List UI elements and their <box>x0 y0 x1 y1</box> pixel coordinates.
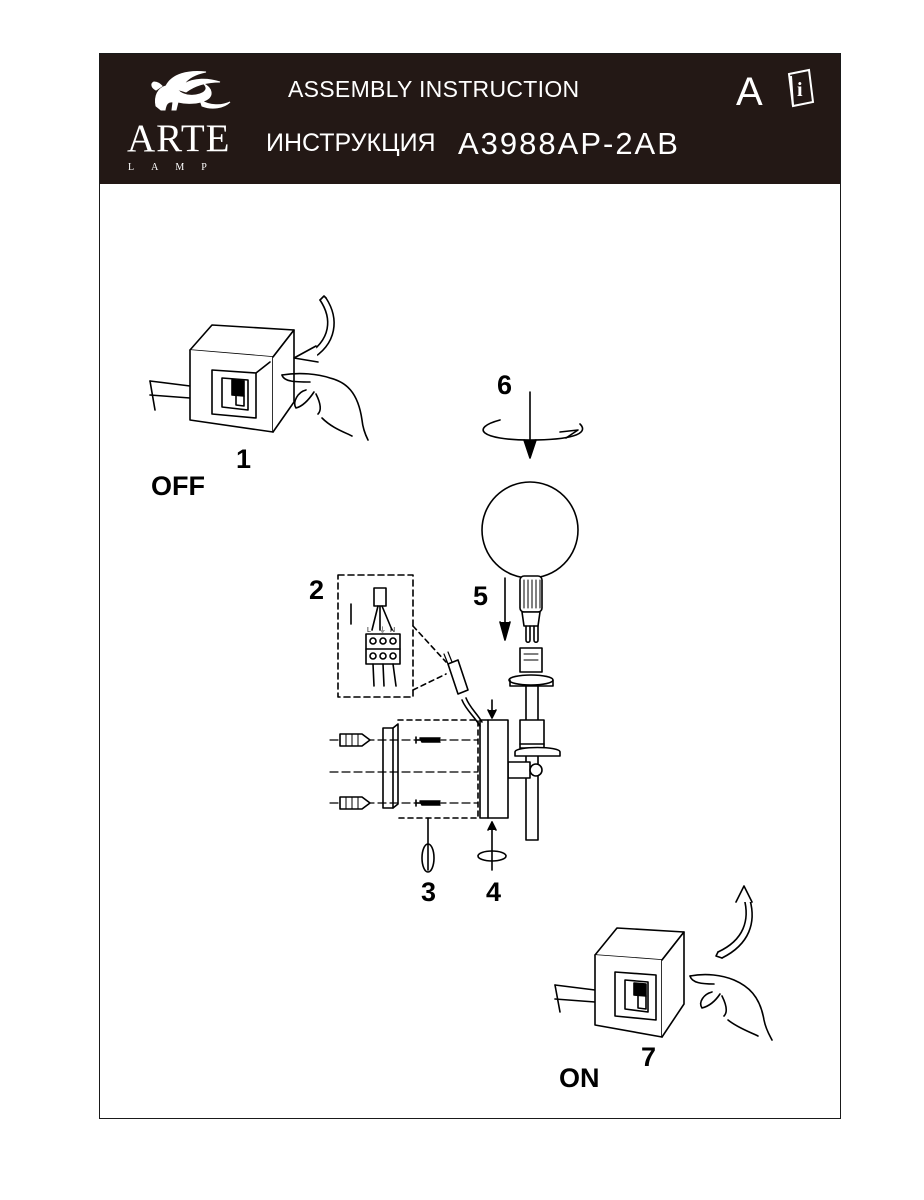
category-letter: A <box>736 70 763 114</box>
step-7-label: 7 <box>641 1042 657 1072</box>
title-russian: ИНСТРУКЦИЯ <box>266 129 436 157</box>
step-2-label: 2 <box>309 575 325 605</box>
model-number: A3988AP-2AB <box>458 126 680 161</box>
wire-lead <box>443 651 483 727</box>
brand-subtitle: LAMP <box>128 162 224 173</box>
header-bar: ARTE LAMP ASSEMBLY INSTRUCTION ИНСТРУКЦИ… <box>100 54 840 184</box>
glass-globe-shade <box>481 481 579 579</box>
release-arrow-on-icon <box>715 885 753 959</box>
title-english: ASSEMBLY INSTRUCTION <box>288 76 580 102</box>
brand-wordmark: ARTE <box>127 117 231 160</box>
hand-on-icon <box>689 973 773 1041</box>
hand-off-icon <box>281 372 369 441</box>
g9-bulb-icon <box>519 575 543 644</box>
terminal-earth-label: ⏚ <box>379 626 386 634</box>
fixing-screw-detail <box>477 699 507 871</box>
terminal-l-label: L <box>367 627 371 634</box>
switch-off-illustration <box>149 324 295 433</box>
step-1-label: 1 <box>236 444 252 474</box>
step-6-label: 6 <box>497 370 513 400</box>
terminal-n-label: N <box>390 627 395 634</box>
info-manual-icon: i <box>787 68 815 108</box>
wall-mounting-detail <box>329 719 479 873</box>
step-4-label: 4 <box>486 877 502 907</box>
instruction-sheet: ARTE LAMP ASSEMBLY INSTRUCTION ИНСТРУКЦИ… <box>99 53 841 1119</box>
on-label: ON <box>559 1063 600 1093</box>
griffin-logo-icon <box>151 71 231 111</box>
lamp-fixture <box>479 647 561 841</box>
rotate-arrow-icon <box>482 391 584 459</box>
step-3-label: 3 <box>421 877 437 907</box>
wiring-detail-box <box>337 574 447 698</box>
off-label: OFF <box>151 471 205 501</box>
svg-text:i: i <box>797 79 803 101</box>
switch-on-illustration <box>554 927 685 1038</box>
step-5-label: 5 <box>473 581 489 611</box>
insert-arrow-icon <box>499 577 511 641</box>
press-arrow-off-icon <box>293 295 335 363</box>
